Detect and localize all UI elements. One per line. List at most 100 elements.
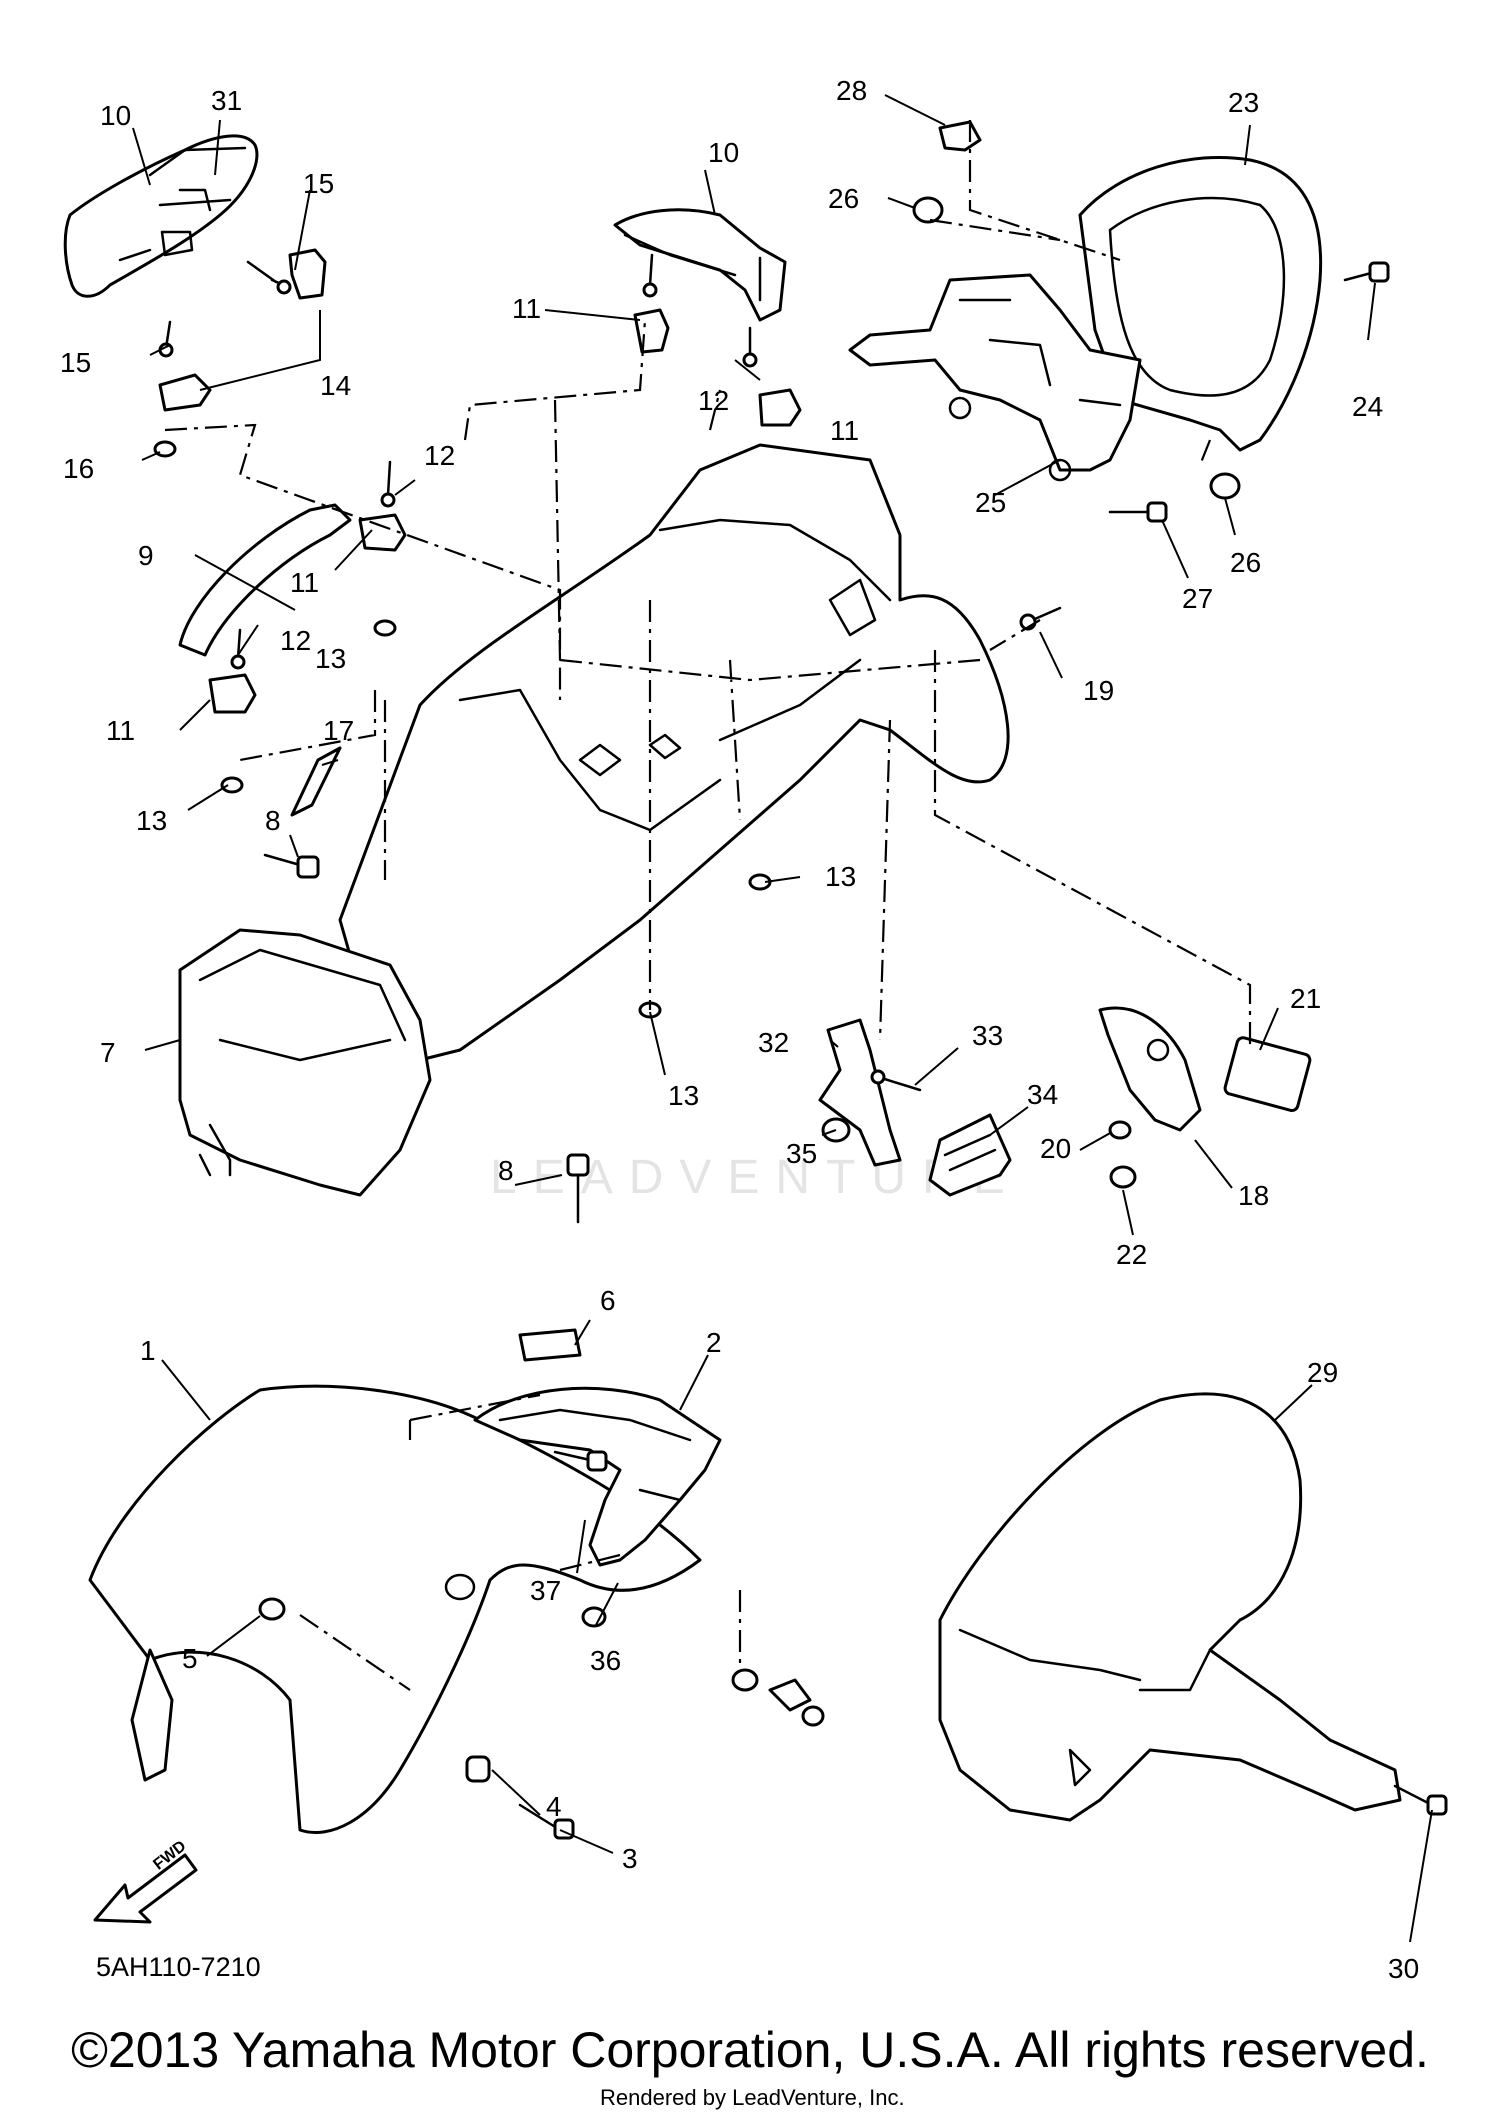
callout-36: 36 xyxy=(590,1645,621,1676)
callout-35: 35 xyxy=(786,1138,817,1169)
part-12-pin-b xyxy=(742,326,758,368)
part-32-bracket xyxy=(818,1018,902,1167)
small-hardware-cluster xyxy=(638,1488,825,1727)
leader-lines xyxy=(132,94,1433,1943)
callout-8a: 8 xyxy=(265,805,281,836)
callout-13d: 13 xyxy=(668,1080,699,1111)
part-12-pin-a xyxy=(642,253,658,298)
callout-26b: 26 xyxy=(1230,547,1261,578)
callout-13a: 13 xyxy=(315,643,346,674)
callout-37: 37 xyxy=(530,1575,561,1606)
callout-27: 27 xyxy=(1182,583,1213,614)
callout-19: 19 xyxy=(1083,675,1114,706)
callout-16: 16 xyxy=(63,453,94,484)
part-9-grab-rail xyxy=(178,503,352,657)
part-18-bracket xyxy=(1098,1006,1202,1132)
part-11-clip-left-lower xyxy=(208,673,257,714)
callout-9: 9 xyxy=(138,540,154,571)
part-37-bolt xyxy=(553,1450,608,1472)
part-10-bracket-center xyxy=(613,208,787,322)
callout-6: 6 xyxy=(600,1285,616,1316)
callout-26a: 26 xyxy=(828,183,859,214)
part-2-inner-fender xyxy=(473,1386,722,1567)
callout-10b: 10 xyxy=(708,137,739,168)
callout-18: 18 xyxy=(1238,1180,1269,1211)
callout-11a: 11 xyxy=(512,293,541,324)
part-5-grommet xyxy=(258,1597,286,1621)
callout-32: 32 xyxy=(758,1027,789,1058)
copyright-notice: ©2013 Yamaha Motor Corporation, U.S.A. A… xyxy=(71,2022,1429,2078)
part-25-stay-bracket xyxy=(848,273,1142,482)
part-28-cap xyxy=(938,120,982,152)
callout-12b: 12 xyxy=(424,440,455,471)
part-19-rivet xyxy=(1019,606,1062,631)
part-26-nut-upper xyxy=(912,196,944,224)
part-17-strip xyxy=(290,746,342,817)
callout-15a: 15 xyxy=(303,168,334,199)
callout-12c: 12 xyxy=(280,625,311,656)
callout-24: 24 xyxy=(1352,391,1383,422)
part-14-bracket-lower xyxy=(158,373,212,412)
callout-22: 22 xyxy=(1116,1239,1147,1270)
callout-11d: 11 xyxy=(106,715,135,746)
part-22-nut xyxy=(1109,1165,1137,1189)
callout-3: 3 xyxy=(622,1843,638,1874)
callout-34: 34 xyxy=(1027,1079,1058,1110)
callout-14: 14 xyxy=(320,370,351,401)
part-13-grommet-b xyxy=(220,776,244,794)
diagram-code: 5AH110-7210 xyxy=(96,1952,261,1982)
callout-33: 33 xyxy=(972,1020,1003,1051)
rendered-by-note: Rendered by LeadVenture, Inc. xyxy=(600,2085,905,2110)
callout-labels: 31 10 15 15 14 16 10 11 12 12 11 9 11 12… xyxy=(60,75,1419,1984)
callout-28: 28 xyxy=(836,75,867,106)
assembly-lines xyxy=(164,120,1252,1691)
part-24-bolt xyxy=(1343,261,1390,283)
callout-21: 21 xyxy=(1290,983,1321,1014)
callout-7: 7 xyxy=(100,1037,116,1068)
part-11-clip-center-left xyxy=(633,308,670,354)
part-34-reflector xyxy=(928,1113,1012,1197)
part-13-grommet-a xyxy=(373,619,397,637)
part-26-nut-lower xyxy=(1209,472,1241,500)
callout-20: 20 xyxy=(1040,1133,1071,1164)
part-27-bolt xyxy=(1108,501,1168,523)
part-20-washer xyxy=(1108,1120,1132,1140)
part-30-bolt xyxy=(1393,1784,1448,1816)
callout-13c: 13 xyxy=(825,861,856,892)
callout-5: 5 xyxy=(182,1643,198,1674)
callout-1: 1 xyxy=(140,1335,156,1366)
callout-25: 25 xyxy=(975,487,1006,518)
part-7-battery-box xyxy=(178,928,432,1197)
fwd-arrow xyxy=(93,1853,198,1924)
callout-4: 4 xyxy=(546,1791,562,1822)
part-15-rivet-b xyxy=(158,320,174,358)
callout-31: 31 xyxy=(211,85,242,116)
callout-10a: 10 xyxy=(100,100,131,131)
part-14-bracket-top xyxy=(288,248,327,300)
callout-29: 29 xyxy=(1307,1357,1338,1388)
part-10-31-tail-duct xyxy=(63,134,259,298)
part-33-pin xyxy=(870,1069,922,1092)
part-36-washer xyxy=(581,1606,607,1628)
part-29-rear-hugger xyxy=(938,1392,1402,1822)
callout-23: 23 xyxy=(1228,87,1259,118)
part-8-bolt-lower xyxy=(566,1153,590,1224)
callout-11c: 11 xyxy=(290,567,319,598)
callout-30: 30 xyxy=(1388,1953,1419,1984)
part-23-headlight-housing xyxy=(1078,156,1323,452)
callout-17: 17 xyxy=(323,715,354,746)
callout-15b: 15 xyxy=(60,347,91,378)
part-6-sticker xyxy=(518,1328,582,1362)
part-21-light xyxy=(1223,1036,1312,1112)
part-15-rivet-a xyxy=(246,260,292,295)
callout-12a: 12 xyxy=(698,385,729,416)
part-4-collar xyxy=(465,1755,491,1783)
part-8-bolt-upper xyxy=(263,853,320,879)
callout-8b: 8 xyxy=(498,1155,514,1186)
part-11-clip-center-right xyxy=(758,388,802,427)
callout-2: 2 xyxy=(706,1327,722,1358)
callout-11b: 11 xyxy=(830,415,859,446)
part-12-pin-c xyxy=(380,460,396,508)
callout-13b: 13 xyxy=(136,805,167,836)
